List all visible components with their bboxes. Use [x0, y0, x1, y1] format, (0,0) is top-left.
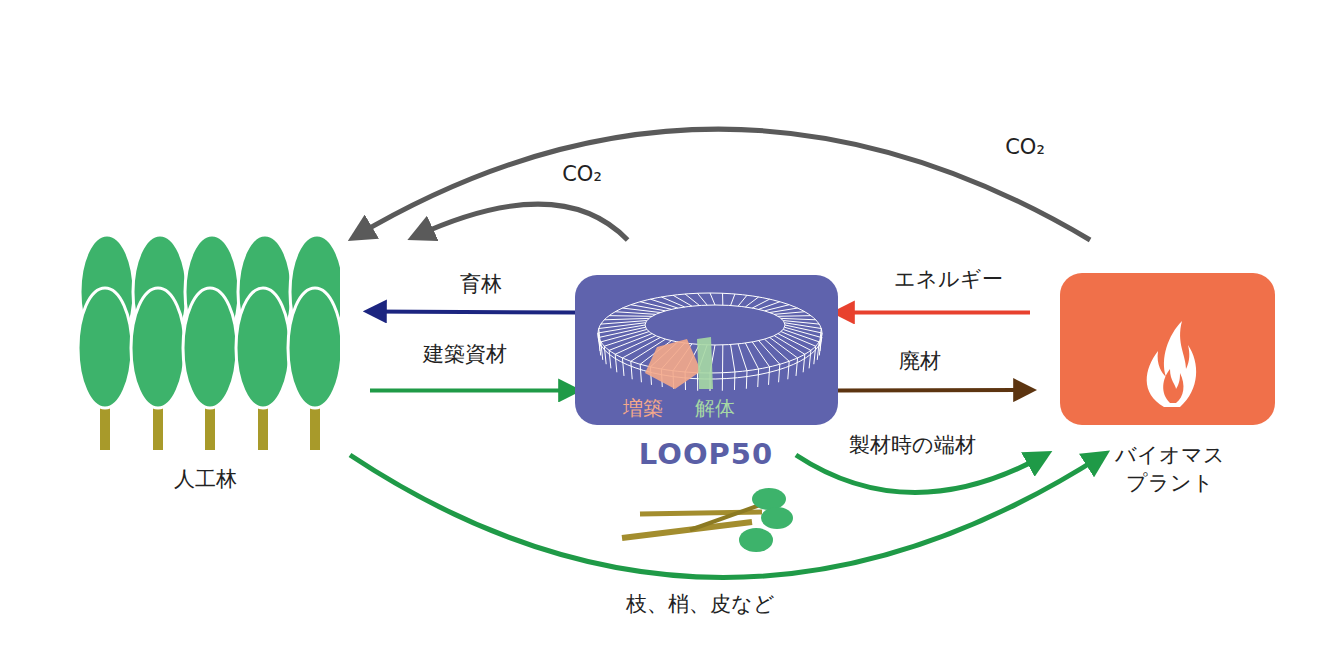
node-label: バイオマス プラント: [1105, 441, 1235, 498]
co2-arrow: [415, 204, 628, 240]
plant-drawing: [1060, 273, 1275, 425]
edge-label: 枝、梢、皮など: [622, 591, 779, 618]
energy-arrow: [838, 311, 1030, 315]
extension-label: 増築: [623, 395, 663, 422]
forestation-arrow: [370, 311, 575, 312]
edge-label: CO₂: [558, 161, 606, 188]
biomass-node: バイオマス プラント: [1060, 273, 1275, 513]
edge-label: 育林: [456, 271, 506, 298]
waste-arrow: [838, 388, 1030, 392]
edge-label: CO₂: [1001, 134, 1049, 161]
stadium-node: 増築 解体 LOOP50: [575, 275, 838, 475]
plant-shape: [1060, 273, 1275, 425]
material-arrow: [370, 389, 575, 393]
edge-label: 製材時の端材: [845, 432, 980, 459]
stadium-title: LOOP50: [639, 435, 773, 474]
edge-label: 廃材: [895, 348, 945, 375]
forest-node: 人工林: [60, 225, 345, 515]
demolition-label: 解体: [695, 395, 735, 422]
edge-label: 建築資材: [419, 341, 511, 368]
trees-drawing: [65, 230, 340, 450]
branch: [622, 488, 793, 552]
edge-label: エネルギー: [890, 266, 1007, 293]
offcut-arrow: [796, 455, 1045, 493]
node-label: 人工林: [174, 465, 237, 493]
co2-arrow: [355, 129, 1090, 240]
trees-shape: [65, 230, 340, 450]
residue-arrow: [350, 455, 1103, 578]
